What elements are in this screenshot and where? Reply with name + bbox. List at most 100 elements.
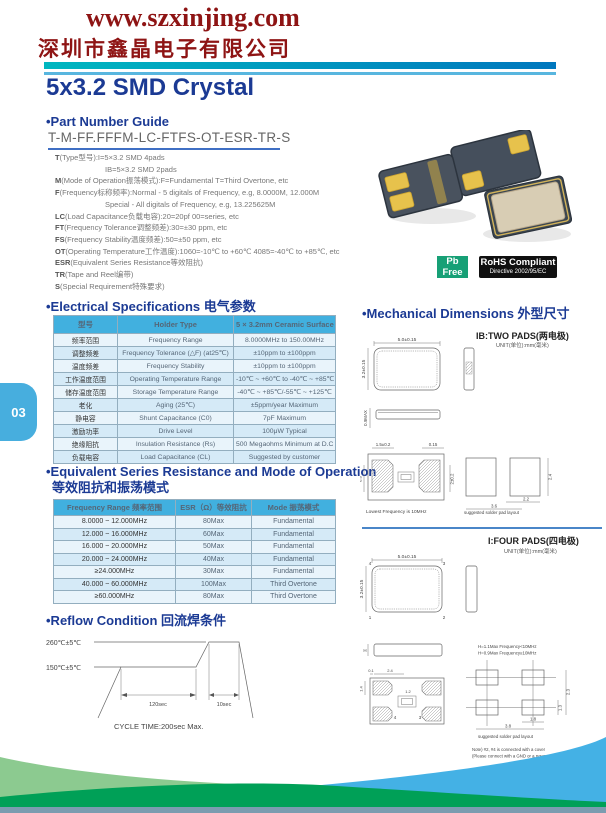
h-note-2: H=0.9Max Frequency≥10MHz: [478, 651, 536, 656]
section-heading-mechanical: •Mechanical Dimensions 外型尺寸: [362, 306, 570, 321]
layout-pad-label: 1.8: [530, 717, 537, 722]
table-header-row: Frequency Range 频率范围 ESR（Ω）等效阻抗 Mode 振荡模…: [53, 499, 336, 516]
crystal-chip-four-pad: [450, 130, 542, 197]
table-cell: 负载电容: [53, 450, 118, 464]
table-cell: Shunt Capacitance (C0): [117, 411, 234, 425]
dim-pad-c-label: 1.2: [405, 689, 411, 694]
two-pads-title: IB:TWO PADS(两电极): [476, 331, 569, 341]
reflow-dwell1-label: 120sec: [149, 702, 167, 708]
table-cell: Storage Temperature Range: [117, 385, 234, 399]
solder-pad-caption: suggested solder pad layout: [464, 510, 520, 515]
h-note-1: H=1.1Max Frequency<10MHz: [478, 644, 537, 649]
part-number-pattern: T-M-FF.FFFM-LC-FTFS-OT-ESR-TR-S: [48, 130, 291, 145]
table-cell: ≥60.000MHz: [53, 590, 176, 604]
two-pads-unit: UNIT(单位):mm(毫米): [496, 343, 549, 349]
header-divider-thin: [44, 72, 556, 75]
four-pads-title: I:FOUR PADS(四电极): [488, 536, 579, 546]
dim-pad-d-label: 1.4: [360, 685, 364, 691]
section-heading-electrical-specs: •Electrical Specifications 电气参数: [46, 299, 256, 314]
guide-line: IB=5×3.2 SMD 2pads: [105, 164, 177, 174]
column-header: ESR（Ω）等效阻抗: [175, 499, 252, 516]
pin-2-label: 2: [443, 615, 446, 620]
table-cell: Fundamental: [251, 515, 336, 529]
table-cell: 工作温度范围: [53, 372, 118, 386]
table-cell: Aging (25℃): [117, 398, 234, 412]
table-cell: 100μW Typical: [233, 424, 336, 438]
company-name: 深圳市鑫晶电子有限公司: [38, 38, 291, 61]
table-cell: Fundamental: [251, 527, 336, 541]
table-header-row: 型号 Holder Type 5 × 3.2mm Ceramic Surface…: [53, 315, 336, 334]
table-cell: Fundamental: [251, 540, 336, 554]
table-cell: -40℃ ~ +85℃/-55℃ ~ +125℃: [233, 385, 336, 399]
wave-dark-green: [0, 783, 606, 813]
table-cell: Load Capacitance (CL): [117, 450, 234, 464]
dim-pad-width-label: 1.5±0.2: [376, 442, 391, 447]
table-cell: 60Max: [175, 527, 252, 541]
electrical-specs-table: 型号 Holder Type 5 × 3.2mm Ceramic Surface…: [53, 315, 336, 464]
crystal-chip-lid: [484, 175, 572, 239]
column-header: 5 × 3.2mm Ceramic Surface Mount: [233, 315, 336, 334]
dim-height-label: 3.2±0.15: [361, 359, 367, 378]
dim-height-label: 3.2±0.15: [360, 579, 365, 598]
layout-height-label: 2.3: [566, 688, 571, 695]
footer-wave-decoration: [0, 737, 606, 813]
pin-4-label: 4: [369, 561, 372, 566]
table-cell: Operating Temperature Range: [117, 372, 234, 386]
layout-width-label: 3.8: [505, 724, 512, 729]
table-cell: Fundamental: [251, 565, 336, 579]
guide-line: TR(Tape and Reel编带): [55, 270, 134, 280]
page-number-tab: 03: [0, 383, 37, 441]
guide-line: FS(Frequency Stability温度频差):50=±50 ppm, …: [55, 234, 222, 244]
reflow-temp-low-label: 150℃±5℃: [46, 665, 81, 672]
table-cell: -10℃ ~ +60℃ to -40℃ ~ +85℃: [233, 372, 336, 386]
section-heading-esr-line2: 等效阻抗和振荡模式: [52, 480, 170, 495]
dim-h-label: H: [363, 648, 366, 653]
column-header: Holder Type: [117, 315, 234, 334]
table-cell: 20.000 ~ 24.000MHz: [53, 552, 176, 566]
pin-1-label: 1: [369, 615, 372, 620]
pin-4-bottom-label: 4: [394, 715, 397, 720]
table-cell: ±10ppm to ±100ppm: [233, 359, 336, 373]
guide-line: FT(Frequency Tolerance调整频差):30=±30 ppm, …: [55, 223, 228, 233]
esr-table: Frequency Range 频率范围 ESR（Ω）等效阻抗 Mode 振荡模…: [53, 499, 336, 604]
table-cell: Suggested by customer: [233, 450, 336, 464]
table-cell: 调整频差: [53, 346, 118, 360]
table-cell: 40.000 ~ 60.000MHz: [53, 577, 176, 591]
four-pads-note-line1: Note) #2, #4 is connected with a cover: [472, 747, 546, 752]
two-pads-lowest-freq-note: Lowest Frequency is 10MHz: [366, 509, 427, 515]
dim-width-label: 5.0±0.15: [398, 554, 417, 560]
mechanical-section-divider: [362, 527, 602, 529]
section-heading-reflow: •Reflow Condition 回流焊条件: [46, 613, 227, 628]
table-cell: Third Overtone: [251, 590, 336, 604]
table-cell: 12.000 ~ 16.000MHz: [53, 527, 176, 541]
header-divider-thick: [44, 62, 556, 69]
table-cell: 16.000 ~ 20.000MHz: [53, 540, 176, 554]
four-pads-drawing: 5.0±0.15 3.2±0.15 4 3 1 2 H=1.1Max Frequ…: [360, 554, 571, 759]
table-cell: 7pF Maximum: [233, 411, 336, 425]
table-cell: 老化: [53, 398, 118, 412]
rohs-line2: Directive 2002/95/EC: [489, 269, 547, 275]
table-cell: 40Max: [175, 552, 252, 566]
column-header: Mode 振荡模式: [251, 499, 336, 516]
column-header: 型号: [53, 315, 118, 334]
solder-pad-caption: suggested solder pad layout: [478, 734, 534, 739]
table-cell: 500 Megaohms Minimum at D.C 100V: [233, 437, 336, 451]
guide-line: F(Frequency标称频率):Normal - 5 digitals of …: [55, 188, 320, 198]
guide-line: ESR(Equivalent Series Resistance等效阻抗): [55, 258, 203, 268]
table-cell: Third Overtone: [251, 577, 336, 591]
layout-height-label: 2.4: [548, 473, 553, 480]
product-photo: [378, 130, 572, 242]
table-cell: 80Max: [175, 515, 252, 529]
